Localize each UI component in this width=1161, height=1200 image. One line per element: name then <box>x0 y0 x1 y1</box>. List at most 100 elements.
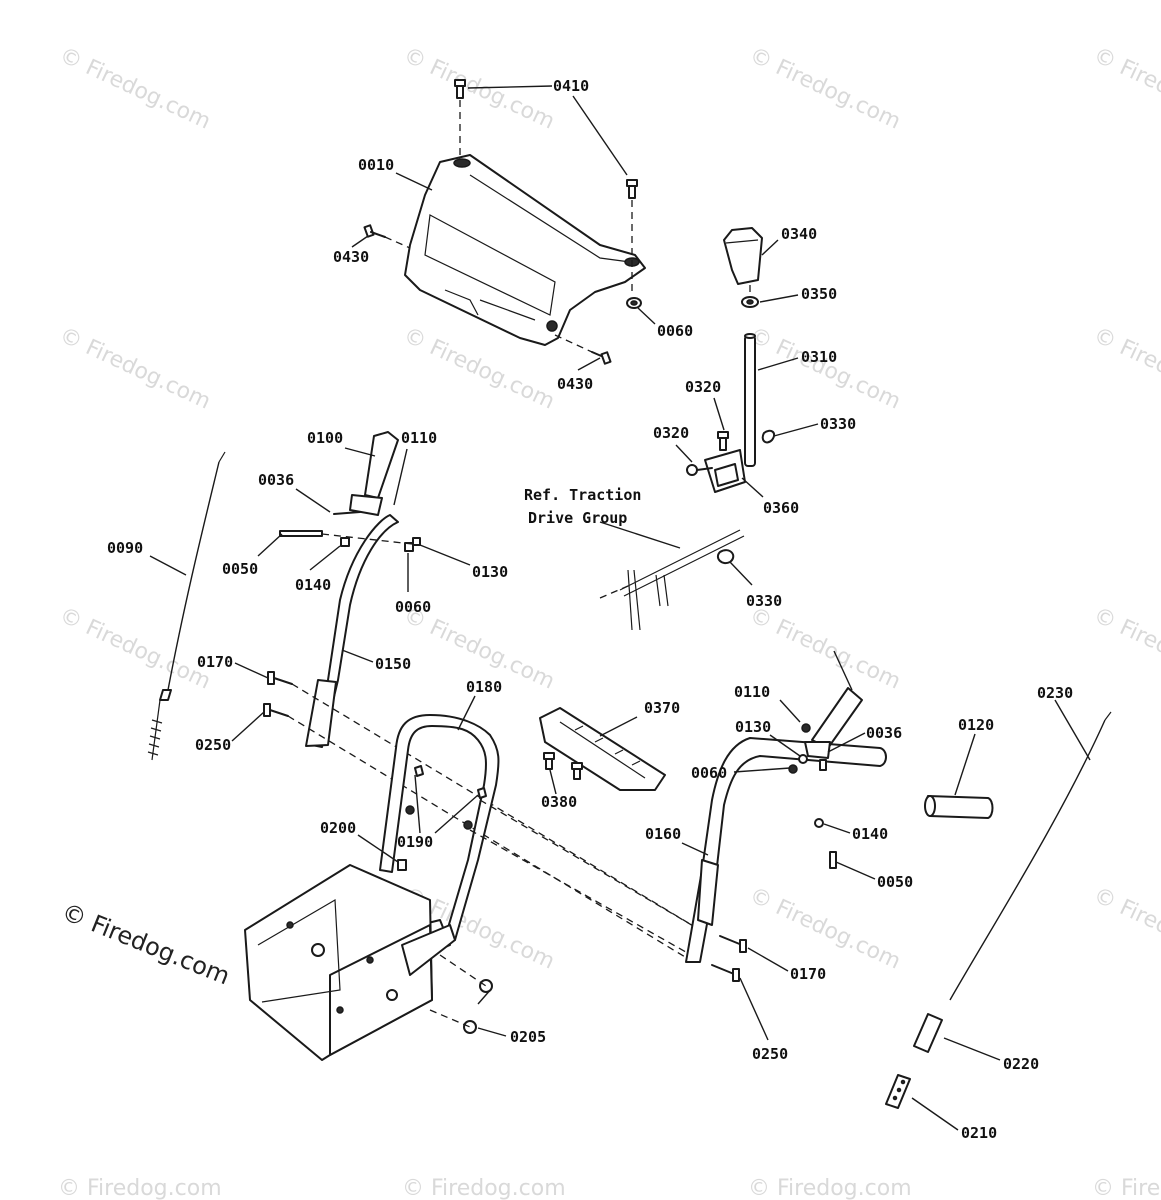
callout-0060: 0060 <box>395 598 431 616</box>
bracket-0360 <box>704 449 746 493</box>
watermark: © Firedog.com <box>745 43 904 135</box>
copyright-notice: © Firedog.com <box>58 898 234 991</box>
bolt-0170-left <box>267 671 293 685</box>
assembly-line <box>321 533 413 545</box>
callout-0010: 0010 <box>358 156 394 174</box>
callout-0330: 0330 <box>820 415 856 433</box>
screw-0430-right <box>591 351 612 365</box>
shift-rod-0310 <box>744 333 756 467</box>
watermark: © Firedog.com <box>745 603 904 695</box>
spring-end-0210 <box>885 1074 911 1109</box>
cable-0230 <box>949 711 1112 1001</box>
reference-note-line2: Drive Group <box>528 509 627 527</box>
callout-0370: 0370 <box>644 699 680 717</box>
assembly-line <box>554 334 593 353</box>
watermark: © Firedog.com <box>55 43 214 135</box>
nuts-0205 <box>463 979 493 1034</box>
handle-0150-left <box>305 514 399 748</box>
assembly-line <box>469 829 701 961</box>
watermark: © Firedog.com <box>1089 603 1161 695</box>
console-panel-0010 <box>404 154 646 346</box>
cable-0090 <box>147 451 226 761</box>
bolt-0250-left <box>263 703 289 717</box>
callout-0350: 0350 <box>801 285 837 303</box>
callout-0036: 0036 <box>866 724 902 742</box>
grip-0100 <box>349 431 399 516</box>
watermark: © Firedog.com <box>1089 323 1161 415</box>
leader-lines <box>149 85 1091 1131</box>
screw-0320 <box>686 431 729 476</box>
callout-0170: 0170 <box>790 965 826 983</box>
small-parts-right-handle <box>788 723 837 869</box>
callout-0036: 0036 <box>258 471 294 489</box>
watermark: © Firedog.com <box>1089 883 1161 975</box>
callout-0100: 0100 <box>307 429 343 447</box>
watermark: © Firedog.com <box>402 1176 566 1200</box>
screw-0430-left <box>363 224 386 238</box>
shift-knob-0340 <box>723 227 763 285</box>
watermark: © Firedog.com <box>1089 43 1161 135</box>
callout-0090: 0090 <box>107 539 143 557</box>
callout-0410: 0410 <box>553 77 589 95</box>
watermark-layer: © Firedog.com © Firedog.com © Firedog.co… <box>55 43 1161 1200</box>
bolt-0170-right <box>719 935 747 953</box>
grip-0120 <box>924 795 994 819</box>
assembly-line <box>287 715 691 961</box>
handle-0160-right <box>685 737 887 963</box>
callout-0110: 0110 <box>401 429 437 447</box>
screws-0380 <box>543 752 583 780</box>
bolts-0190 <box>414 765 487 799</box>
screw-0410-right <box>626 179 638 199</box>
nut-0060-top <box>626 297 642 309</box>
watermark: © Firedog.com <box>55 323 214 415</box>
watermark: © Firedog.com <box>399 43 558 135</box>
callout-0310: 0310 <box>801 348 837 366</box>
callout-0140: 0140 <box>295 576 331 594</box>
callout-0170: 0170 <box>197 653 233 671</box>
callout-0330: 0330 <box>746 592 782 610</box>
screw-0410-left <box>454 79 466 99</box>
callout-0230: 0230 <box>1037 684 1073 702</box>
callout-0250: 0250 <box>195 736 231 754</box>
frame-0200 <box>244 859 456 1061</box>
bolt-0250-right <box>711 964 740 982</box>
callout-0130: 0130 <box>735 718 771 736</box>
small-parts-left-handle <box>279 511 421 552</box>
callout-0180: 0180 <box>466 678 502 696</box>
callout-0060: 0060 <box>691 764 727 782</box>
callout-0380: 0380 <box>541 793 577 811</box>
callout-0250: 0250 <box>752 1045 788 1063</box>
watermark: © Firedog.com <box>748 1176 912 1200</box>
callout-0120: 0120 <box>958 716 994 734</box>
bracket-0370 <box>539 707 666 791</box>
callout-0360: 0360 <box>763 499 799 517</box>
watermark: © Firedog.com <box>1092 1176 1161 1200</box>
callout-0050: 0050 <box>222 560 258 578</box>
callout-0060: 0060 <box>657 322 693 340</box>
callout-0110: 0110 <box>734 683 770 701</box>
sleeve-0220 <box>913 1013 943 1053</box>
callout-0430: 0430 <box>333 248 369 266</box>
assembly-line <box>479 799 701 931</box>
callout-0160: 0160 <box>645 825 681 843</box>
reference-note-line1: Ref. Traction <box>524 486 641 504</box>
callout-0210: 0210 <box>961 1124 997 1142</box>
callout-0140: 0140 <box>852 825 888 843</box>
callout-0130: 0130 <box>472 563 508 581</box>
callout-0200: 0200 <box>320 819 356 837</box>
callout-0220: 0220 <box>1003 1055 1039 1073</box>
watermark: © Firedog.com <box>55 603 214 695</box>
callout-0320: 0320 <box>653 424 689 442</box>
callout-0190: 0190 <box>397 833 433 851</box>
callout-0320: 0320 <box>685 378 721 396</box>
washer-0350 <box>741 296 759 308</box>
callout-0150: 0150 <box>375 655 411 673</box>
grip-0030 <box>804 687 863 759</box>
callout-0050: 0050 <box>877 873 913 891</box>
assembly-line <box>429 1009 471 1028</box>
callout-0205: 0205 <box>510 1028 546 1046</box>
assembly-line <box>384 236 411 249</box>
assembly-line <box>439 954 487 987</box>
